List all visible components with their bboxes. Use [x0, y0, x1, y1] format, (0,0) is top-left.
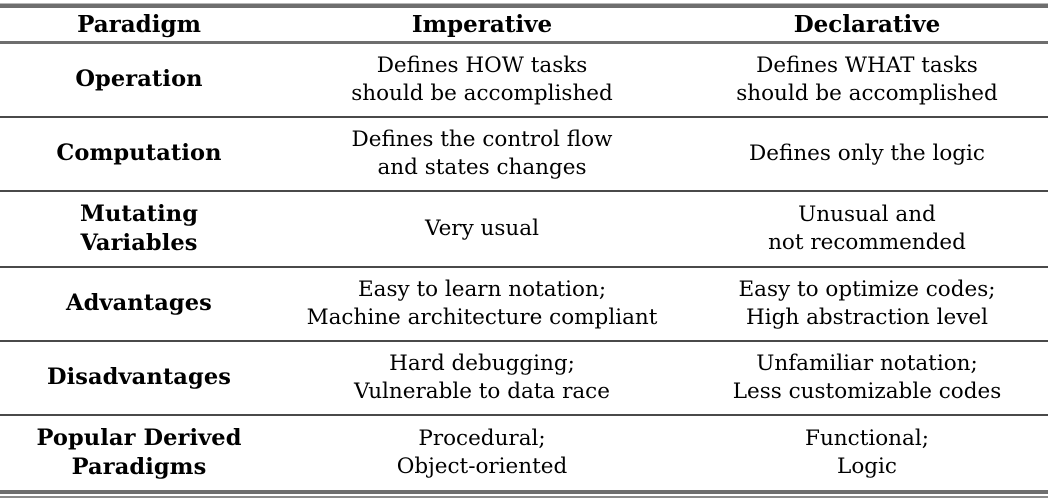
table-row: Advantages Easy to learn notation; Machi…: [0, 266, 1048, 341]
cell-line: should be accomplished: [736, 81, 998, 106]
cell-operation-imperative: Defines HOW tasks should be accomplished: [278, 44, 686, 117]
table-row: Computation Defines the control flow and…: [0, 116, 1048, 191]
cell-line: Defines the control flow: [351, 126, 613, 152]
row-label-line: Variables: [80, 230, 198, 256]
cell-advantages-imperative: Easy to learn notation; Machine architec…: [278, 266, 686, 341]
cell-line: Very usual: [425, 215, 539, 241]
cell-line: Defines WHAT tasks: [756, 52, 978, 78]
row-label-line: Popular Derived: [36, 424, 242, 451]
column-header-paradigm: Paradigm: [77, 11, 201, 38]
cell-line: not recommended: [768, 230, 966, 255]
cell-line: Logic: [837, 454, 897, 479]
cell-line: High abstraction level: [746, 305, 988, 330]
row-label-line: Advantages: [66, 290, 212, 317]
cell-mutating-variables-imperative: Very usual: [278, 190, 686, 267]
cell-line: Unusual and: [798, 201, 936, 227]
column-header-declarative: Declarative: [793, 11, 941, 38]
row-label-line: Disadvantages: [46, 364, 232, 391]
table-row: Mutating Variables Very usual Unusual an…: [0, 190, 1048, 267]
row-label-disadvantages: Disadvantages: [0, 340, 278, 415]
row-label-line: Computation: [56, 140, 222, 167]
cell-line: should be accomplished: [351, 81, 613, 106]
paradigm-comparison-table-body: Operation Defines HOW tasks should be ac…: [0, 44, 1048, 490]
cell-line: Vulnerable to data race: [354, 379, 610, 404]
cell-popular-derived-paradigms-imperative: Procedural; Object-oriented: [278, 414, 686, 490]
cell-line: Procedural;: [418, 425, 546, 451]
cell-line: Defines HOW tasks: [376, 52, 588, 78]
cell-line: Easy to optimize codes;: [738, 276, 996, 302]
cell-line: and states changes: [377, 155, 587, 180]
table-row: Disadvantages Hard debugging; Vulnerable…: [0, 340, 1048, 415]
row-label-line: Operation: [75, 66, 203, 93]
cell-line: Easy to learn notation;: [357, 276, 607, 302]
cell-line: Machine architecture compliant: [306, 305, 658, 330]
cell-computation-imperative: Defines the control flow and states chan…: [278, 116, 686, 191]
row-label-line: Paradigms: [71, 454, 207, 480]
cell-line: Functional;: [805, 425, 929, 451]
cell-line: Unfamiliar notation;: [756, 350, 978, 376]
paradigm-comparison-table: Paradigm Imperative Declarative: [0, 8, 1048, 41]
table-row: Operation Defines HOW tasks should be ac…: [0, 44, 1048, 117]
row-label-popular-derived-paradigms: Popular Derived Paradigms: [0, 414, 278, 490]
cell-computation-declarative: Defines only the logic: [686, 116, 1048, 191]
table-bottom-rule-thick: [0, 490, 1048, 494]
cell-line: Hard debugging;: [389, 350, 575, 376]
table-top-rule-thin: [0, 3, 1048, 4]
table-top-rule-thick: [0, 4, 1048, 8]
cell-advantages-declarative: Easy to optimize codes; High abstraction…: [686, 266, 1048, 341]
table-row: Popular Derived Paradigms Procedural; Ob…: [0, 414, 1048, 490]
column-header-imperative: Imperative: [411, 11, 553, 38]
cell-mutating-variables-declarative: Unusual and not recommended: [686, 190, 1048, 267]
cell-disadvantages-imperative: Hard debugging; Vulnerable to data race: [278, 340, 686, 415]
cell-disadvantages-declarative: Unfamiliar notation; Less customizable c…: [686, 340, 1048, 415]
row-label-computation: Computation: [0, 116, 278, 191]
table-header-row: Paradigm Imperative Declarative: [0, 8, 1048, 41]
row-label-advantages: Advantages: [0, 266, 278, 341]
cell-line: Defines only the logic: [749, 140, 985, 166]
table-header-rule: [0, 41, 1048, 44]
row-label-operation: Operation: [0, 44, 278, 117]
row-label-line: Mutating: [79, 200, 199, 227]
row-label-mutating-variables: Mutating Variables: [0, 190, 278, 267]
cell-line: Object-oriented: [396, 454, 568, 479]
cell-operation-declarative: Defines WHAT tasks should be accomplishe…: [686, 44, 1048, 117]
cell-popular-derived-paradigms-declarative: Functional; Logic: [686, 414, 1048, 490]
cell-line: Less customizable codes: [732, 379, 1002, 404]
